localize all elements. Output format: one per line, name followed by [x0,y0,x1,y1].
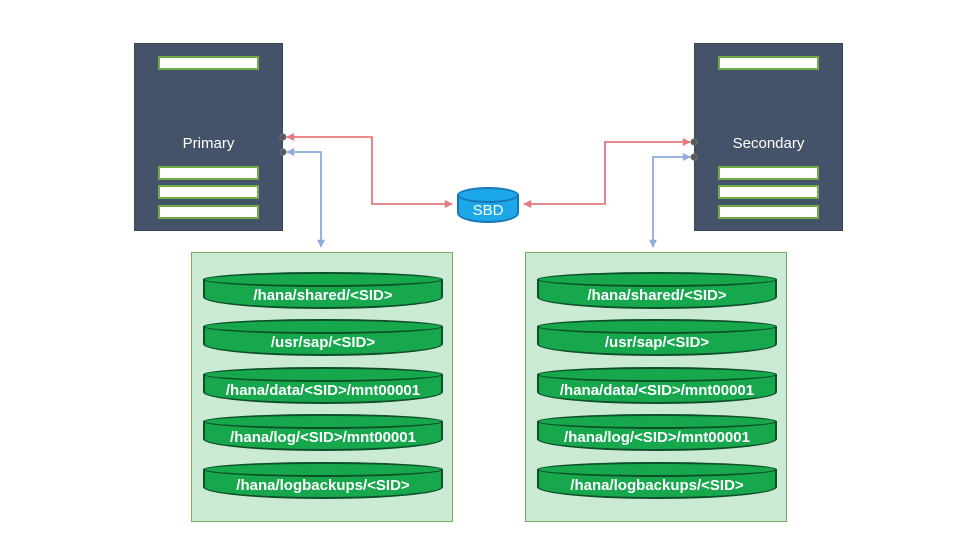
server-slot-bar [718,56,819,70]
cylinder-top [203,414,443,429]
server-slot-bar [158,56,259,70]
storage-arrow-secondary [649,153,691,248]
volume-cylinder: /hana/shared/<SID> [203,272,443,309]
server-slot-bar [718,205,819,219]
volume-label: /hana/logbackups/<SID> [236,476,410,494]
volume-cylinder: /hana/shared/<SID> [537,272,777,309]
volume-cylinder: /hana/log/<SID>/mnt00001 [537,414,777,451]
volume-label: /hana/shared/<SID> [253,286,393,304]
sbd-arrow-secondary [523,138,691,208]
cylinder-top [203,462,443,477]
volume-cylinder: /hana/data/<SID>/mnt00001 [203,367,443,404]
server-secondary: Secondary [694,43,843,231]
cylinder-top [203,319,443,334]
volume-cylinder: /usr/sap/<SID> [537,319,777,356]
server-slot-bar [158,166,259,180]
cylinder-top [537,319,777,334]
volume-label: /hana/log/<SID>/mnt00001 [230,428,416,446]
volume-label: /usr/sap/<SID> [270,333,376,351]
server-slot-bar [158,185,259,199]
server-slot-bar [718,166,819,180]
volume-label: /hana/shared/<SID> [587,286,727,304]
volume-cylinder: /hana/log/<SID>/mnt00001 [203,414,443,451]
volume-label: /hana/log/<SID>/mnt00001 [564,428,750,446]
server-primary-label: Primary [182,135,235,152]
server-primary: Primary [134,43,283,231]
storage-group-primary: /hana/shared/<SID> /usr/sap/<SID> /hana/… [191,252,453,522]
server-slot-bar [158,205,259,219]
volume-label: /hana/data/<SID>/mnt00001 [225,381,421,399]
storage-arrow-primary [286,148,325,248]
cylinder-top [537,414,777,429]
storage-group-secondary: /hana/shared/<SID> /usr/sap/<SID> /hana/… [525,252,787,522]
volume-label: /usr/sap/<SID> [604,333,710,351]
cylinder-top [537,367,777,382]
sbd-label: SBD [472,201,504,219]
server-slot-bar [718,185,819,199]
server-secondary-label: Secondary [732,135,805,152]
cylinder-top [203,367,443,382]
sbd-arrow-primary [286,133,453,208]
volume-cylinder: /hana/logbackups/<SID> [203,462,443,499]
volume-cylinder: /hana/logbackups/<SID> [537,462,777,499]
volume-label: /hana/data/<SID>/mnt00001 [559,381,755,399]
volume-cylinder: /usr/sap/<SID> [203,319,443,356]
sbd-cylinder-top [457,187,519,203]
cylinder-top [203,272,443,287]
cylinder-top [537,272,777,287]
volume-cylinder: /hana/data/<SID>/mnt00001 [537,367,777,404]
volume-label: /hana/logbackups/<SID> [570,476,744,494]
cylinder-top [537,462,777,477]
sbd-disk-icon: SBD [457,187,519,223]
